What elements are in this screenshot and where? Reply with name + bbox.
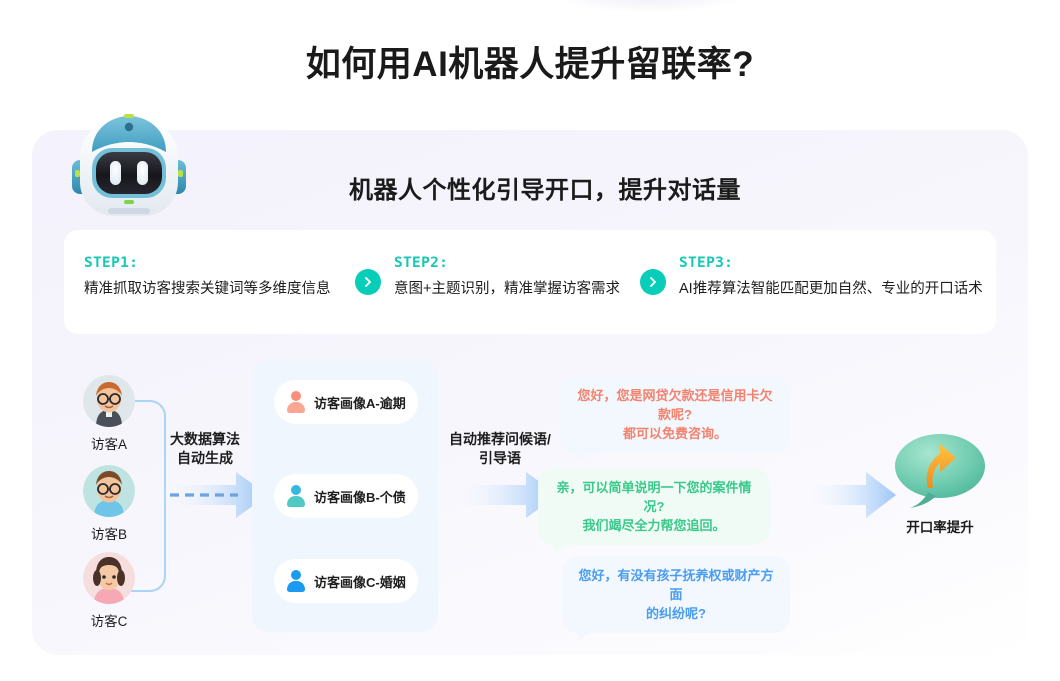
visitor-item-c: 访客C [66, 552, 152, 630]
flow-arrow-1-icon [160, 472, 268, 518]
arrow2-label-line1: 自动推荐问候语/ [449, 431, 551, 447]
visitor-name: 访客C [90, 614, 128, 629]
profiles-panel: 访客画像A-逾期 访客画像B-个债 访客画像C-婚姻 [252, 360, 438, 632]
bubble-line1: 您好，有没有孩子抚养权或财产方面 [578, 568, 774, 602]
step-text: 意图+主题识别，精准掌握访客需求 [394, 281, 620, 297]
chevron-right-icon [640, 269, 666, 295]
bubble-line1: 您好，您是网贷欠款还是信用卡欠款呢? [577, 388, 773, 422]
step-item-2: STEP2: 意图+主题识别，精准掌握访客需求 [394, 255, 620, 298]
bubble-line1: 亲，可以简单说明一下您的案件情况? [556, 480, 752, 514]
result-block: 开口率提升 [888, 432, 992, 536]
visitor-item-b: 访客B [66, 465, 152, 543]
step-item-3: STEP3: AI推荐算法智能匹配更加自然、专业的开口话术 [679, 255, 983, 298]
steps-card: STEP1: 精准抓取访客搜索关键词等多维度信息 STEP2: 意图+主题识别，… [64, 230, 996, 334]
visitor-item-a: 访客A [66, 375, 152, 453]
page-title: 如何用AI机器人提升留联率? [305, 45, 755, 84]
flow-arrow-3-icon [800, 472, 896, 518]
profile-label: 访客画像A-逾期 [314, 395, 406, 411]
panel-subtitle: 机器人个性化引导开口，提升对话量 [349, 177, 741, 204]
step-label: STEP1: [84, 255, 139, 271]
visitor-name: 访客B [90, 527, 127, 542]
visitor-name: 访客A [90, 437, 127, 452]
bubble-line2: 都可以免费咨询。 [622, 426, 727, 441]
person-icon [286, 570, 306, 592]
step-text: 精准抓取访客搜索关键词等多维度信息 [84, 281, 331, 297]
profile-label: 访客画像C-婚姻 [314, 574, 406, 590]
main-panel [32, 130, 1028, 655]
step-text: AI推荐算法智能匹配更加自然、专业的开口话术 [679, 281, 983, 297]
arrow2-label-line2: 引导语 [479, 450, 521, 466]
arrow1-label: 大数据算法 自动生成 [150, 430, 260, 468]
person-icon [286, 485, 306, 507]
arrow2-label: 自动推荐问候语/ 引导语 [440, 430, 560, 468]
top-decorative-smudge [560, 0, 740, 12]
flow-arrow-2-icon [450, 472, 558, 518]
profile-card-a[interactable]: 访客画像A-逾期 [274, 380, 418, 424]
avatar-visitor-a [83, 375, 135, 427]
speech-bubble-up-arrow-icon [892, 432, 988, 510]
bubble-line2: 我们竭尽全力帮您追回。 [582, 518, 726, 533]
avatar-visitor-c [83, 552, 135, 604]
profile-card-c[interactable]: 访客画像C-婚姻 [274, 559, 418, 603]
bubble-line2: 的纠纷呢? [646, 606, 706, 621]
chat-bubble-a: 您好，您是网贷欠款还是信用卡欠款呢? 都可以免费咨询。 [560, 376, 790, 461]
profile-label: 访客画像B-个债 [314, 489, 406, 505]
chevron-right-icon [355, 269, 381, 295]
chat-bubble-b: 亲，可以简单说明一下您的案件情况? 我们竭尽全力帮您追回。 [538, 468, 770, 553]
avatar-visitor-b [83, 465, 135, 517]
person-icon [286, 391, 306, 413]
result-label: 开口率提升 [906, 520, 974, 535]
step-label: STEP3: [679, 255, 734, 271]
robot-mascot-icon [68, 108, 190, 226]
profile-card-b[interactable]: 访客画像B-个债 [274, 474, 418, 518]
arrow1-label-line2: 自动生成 [177, 450, 233, 466]
step-label: STEP2: [394, 255, 449, 271]
chat-bubble-c: 您好，有没有孩子抚养权或财产方面 的纠纷呢? [562, 556, 790, 641]
arrow1-label-line1: 大数据算法 [170, 431, 240, 447]
step-item-1: STEP1: 精准抓取访客搜索关键词等多维度信息 [84, 255, 331, 298]
